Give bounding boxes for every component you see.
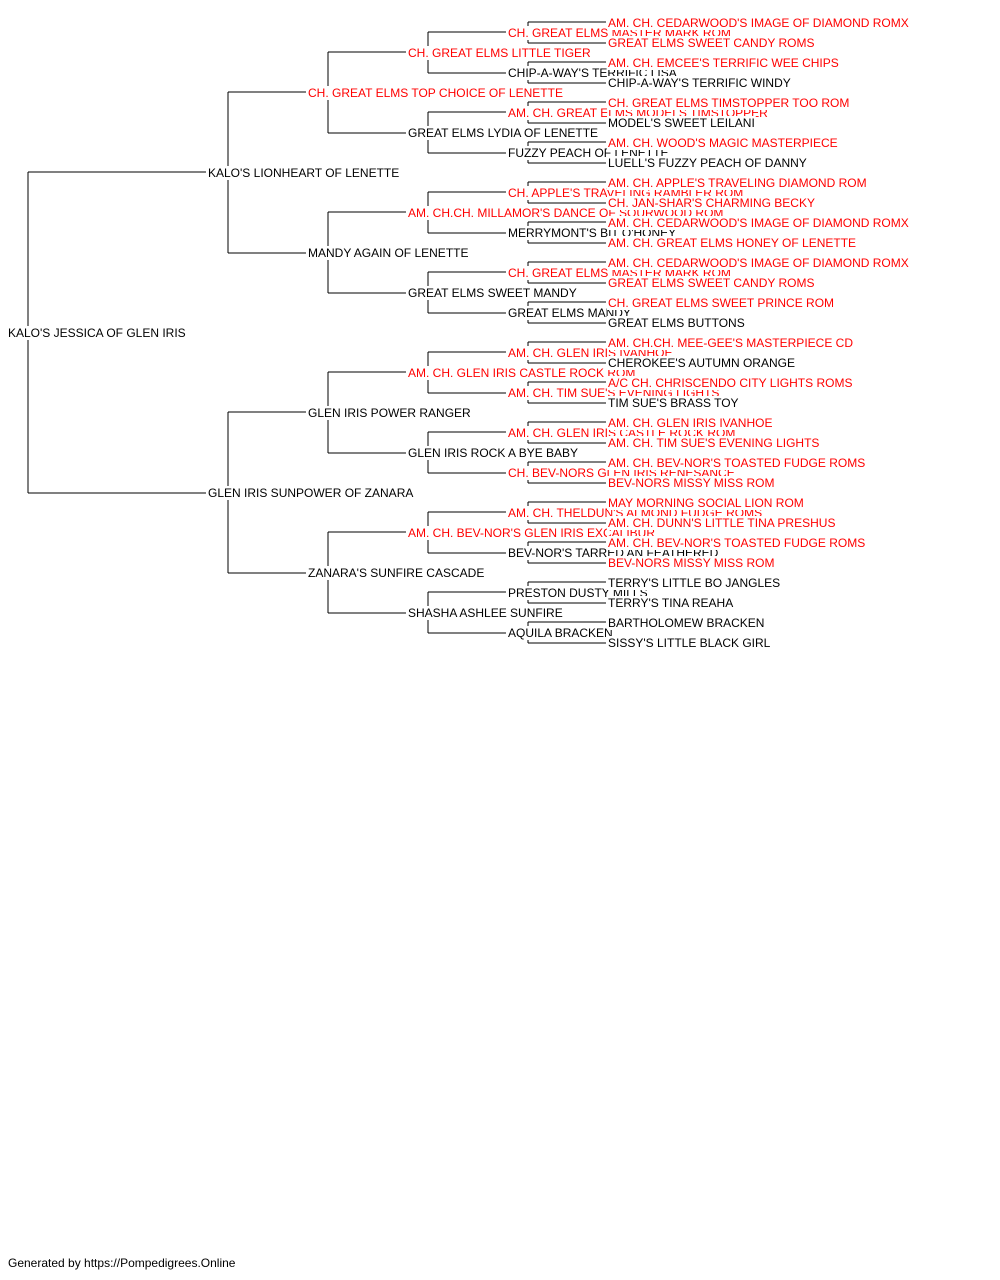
ancestor-name-grandparents[interactable]: GLEN IRIS POWER RANGER [308, 406, 471, 420]
label-background [7, 326, 187, 340]
ancestor-name-gen4[interactable]: AQUILA BRACKEN [508, 626, 613, 640]
label-background [607, 556, 776, 570]
label-background [407, 366, 637, 380]
label-background [607, 376, 854, 390]
label-background [607, 76, 792, 90]
label-background [307, 246, 470, 260]
ancestor-name-gen4[interactable]: GREAT ELMS MANDY [508, 306, 631, 320]
ancestor-name-gen5[interactable]: MODEL'S SWEET LEILANI [608, 116, 755, 130]
ancestor-name-gen5[interactable]: BEV-NORS MISSY MISS ROM [608, 556, 774, 570]
ancestor-name-great-grandparents[interactable]: GREAT ELMS SWEET MANDY [408, 286, 577, 300]
label-background [407, 526, 657, 540]
label-background [407, 606, 564, 620]
label-background [607, 16, 910, 30]
label-background [607, 276, 816, 290]
label-background [607, 296, 836, 310]
label-background [607, 516, 837, 530]
ancestor-name-gen5[interactable]: AM. CH. CEDARWOOD'S IMAGE OF DIAMOND ROM… [608, 256, 909, 270]
label-background [607, 116, 756, 130]
ancestor-name-gen5[interactable]: AM. CH. EMCEE'S TERRIFIC WEE CHIPS [608, 56, 839, 70]
label-background [607, 476, 776, 490]
label-background [307, 406, 473, 420]
label-background [607, 136, 839, 150]
ancestor-name-gen5[interactable]: AM. CH. APPLE'S TRAVELING DIAMOND ROM [608, 176, 867, 190]
label-background [607, 536, 867, 550]
label-background [607, 56, 840, 70]
ancestor-name-gen5[interactable]: GREAT ELMS SWEET CANDY ROMS [608, 276, 814, 290]
label-background [407, 126, 600, 140]
ancestor-name-gen5[interactable]: AM. CH. CEDARWOOD'S IMAGE OF DIAMOND ROM… [608, 216, 909, 230]
ancestor-name-gen5[interactable]: BEV-NORS MISSY MISS ROM [608, 476, 774, 490]
ancestor-name-great-grandparents[interactable]: AM. CH. GLEN IRIS CASTLE ROCK ROM [408, 366, 635, 380]
label-background [307, 566, 486, 580]
label-background [307, 86, 564, 100]
ancestor-name-gen5[interactable]: CHIP-A-WAY'S TERRIFIC WINDY [608, 76, 791, 90]
subject-name[interactable]: KALO'S JESSICA OF GLEN IRIS [8, 326, 186, 340]
ancestor-name-gen5[interactable]: TERRY'S LITTLE BO JANGLES [608, 576, 780, 590]
label-background [607, 396, 740, 410]
label-background [507, 626, 614, 640]
label-background [407, 446, 580, 460]
ancestor-name-gen5[interactable]: GREAT ELMS SWEET CANDY ROMS [608, 36, 814, 50]
ancestor-name-gen5[interactable]: SISSY'S LITTLE BLACK GIRL [608, 636, 771, 650]
ancestor-name-gen5[interactable]: A/C CH. CHRISCENDO CITY LIGHTS ROMS [608, 376, 852, 390]
ancestor-name-gen5[interactable]: AM. CH. WOOD'S MAGIC MASTERPIECE [608, 136, 838, 150]
ancestor-name-gen5[interactable]: AM. CH. BEV-NOR'S TOASTED FUDGE ROMS [608, 456, 865, 470]
label-background [607, 456, 867, 470]
label-background [607, 416, 774, 430]
ancestor-name-gen5[interactable]: AM. CH. TIM SUE'S EVENING LIGHTS [608, 436, 819, 450]
label-background [607, 616, 766, 630]
label-background [607, 156, 808, 170]
ancestor-name-gen5[interactable]: GREAT ELMS BUTTONS [608, 316, 745, 330]
ancestor-name-parents[interactable]: GLEN IRIS SUNPOWER OF ZANARA [208, 486, 413, 500]
label-background [607, 336, 855, 350]
ancestor-name-gen5[interactable]: AM. CH. CEDARWOOD'S IMAGE OF DIAMOND ROM… [608, 16, 909, 30]
ancestor-name-great-grandparents[interactable]: GREAT ELMS LYDIA OF LENETTE [408, 126, 598, 140]
footer-credit: Generated by https://Pompedigrees.Online [8, 1256, 236, 1270]
label-background [207, 166, 401, 180]
ancestor-name-gen5[interactable]: CH. GREAT ELMS SWEET PRINCE ROM [608, 296, 834, 310]
label-background [607, 436, 821, 450]
label-background [207, 486, 415, 500]
label-background [607, 256, 910, 270]
ancestor-name-gen5[interactable]: BARTHOLOMEW BRACKEN [608, 616, 764, 630]
label-background [607, 216, 910, 230]
label-background [607, 96, 851, 110]
label-background [407, 286, 578, 300]
ancestor-name-great-grandparents[interactable]: SHASHA ASHLEE SUNFIRE [408, 606, 563, 620]
ancestor-name-great-grandparents[interactable]: GLEN IRIS ROCK A BYE BABY [408, 446, 578, 460]
ancestor-name-grandparents[interactable]: ZANARA'S SUNFIRE CASCADE [308, 566, 484, 580]
label-background [607, 176, 868, 190]
label-background [607, 36, 816, 50]
ancestor-name-gen5[interactable]: CHEROKEE'S AUTUMN ORANGE [608, 356, 795, 370]
ancestor-name-gen5[interactable]: AM. CH. GREAT ELMS HONEY OF LENETTE [608, 236, 856, 250]
ancestor-name-gen5[interactable]: TERRY'S TINA REAHA [608, 596, 733, 610]
label-background [607, 596, 735, 610]
label-background [607, 236, 858, 250]
label-background [407, 46, 593, 60]
label-background [607, 496, 805, 510]
label-background [607, 316, 746, 330]
ancestor-name-gen5[interactable]: CH. JAN-SHAR'S CHARMING BECKY [608, 196, 815, 210]
ancestor-name-gen5[interactable]: AM. CH. DUNN'S LITTLE TINA PRESHUS [608, 516, 835, 530]
ancestor-name-gen5[interactable]: MAY MORNING SOCIAL LION ROM [608, 496, 804, 510]
ancestor-name-grandparents[interactable]: MANDY AGAIN OF LENETTE [308, 246, 468, 260]
ancestor-name-great-grandparents[interactable]: CH. GREAT ELMS LITTLE TIGER [408, 46, 591, 60]
ancestor-name-gen5[interactable]: LUELL'S FUZZY PEACH OF DANNY [608, 156, 807, 170]
ancestor-name-grandparents[interactable]: CH. GREAT ELMS TOP CHOICE OF LENETTE [308, 86, 563, 100]
ancestor-name-great-grandparents[interactable]: AM. CH. BEV-NOR'S GLEN IRIS EXCALIBUR [408, 526, 655, 540]
ancestor-name-gen5[interactable]: AM. CH. BEV-NOR'S TOASTED FUDGE ROMS [608, 536, 865, 550]
ancestor-name-gen5[interactable]: AM. CH.CH. MEE-GEE'S MASTERPIECE CD [608, 336, 853, 350]
label-background [607, 636, 772, 650]
ancestor-name-parents[interactable]: KALO'S LIONHEART OF LENETTE [208, 166, 399, 180]
label-background [607, 576, 782, 590]
label-background [507, 306, 632, 320]
label-background [607, 196, 816, 210]
label-background [607, 356, 796, 370]
ancestor-name-gen5[interactable]: AM. CH. GLEN IRIS IVANHOE [608, 416, 772, 430]
ancestor-name-gen5[interactable]: CH. GREAT ELMS TIMSTOPPER TOO ROM [608, 96, 849, 110]
ancestor-name-gen5[interactable]: TIM SUE'S BRASS TOY [608, 396, 739, 410]
